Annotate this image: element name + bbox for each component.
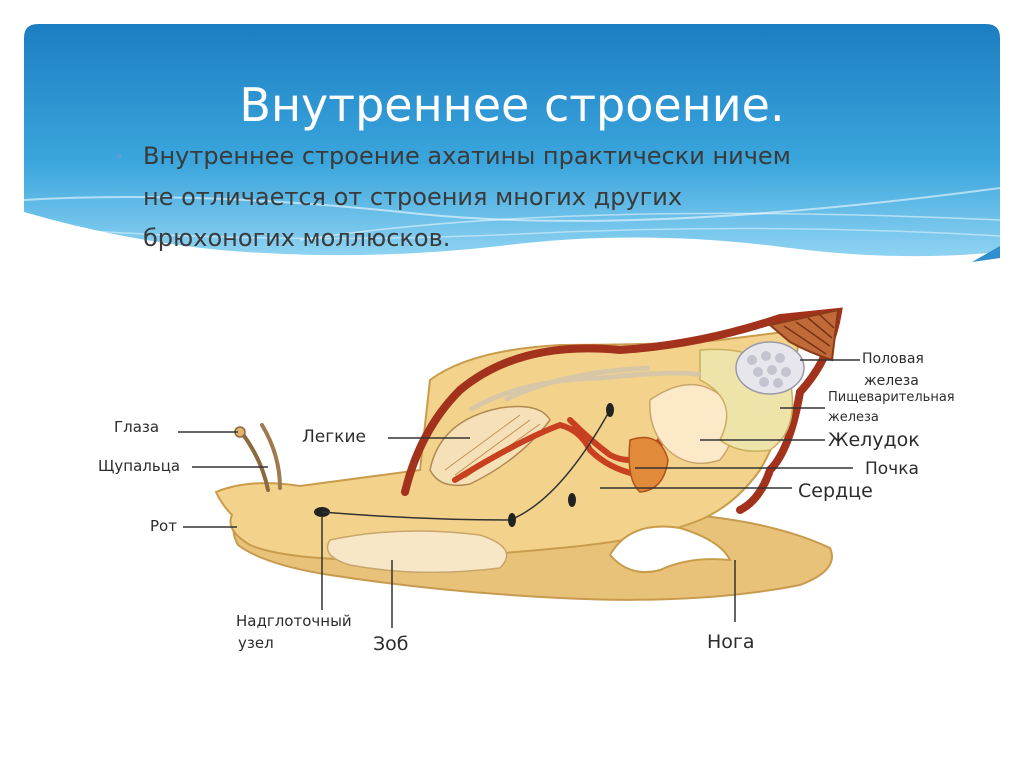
- label-ganglion-2: узел: [238, 634, 274, 652]
- crop-organ: [326, 530, 508, 574]
- foot-gap: [608, 525, 732, 574]
- body-line-1: Внутреннее строение ахатины практически …: [143, 142, 791, 170]
- label-digestive-2: железа: [828, 410, 879, 425]
- intestine: [468, 365, 701, 413]
- slide-title: Внутреннее строение.: [239, 78, 785, 132]
- lungs-organ: [429, 405, 551, 487]
- label-ganglion-1: Надглоточный: [236, 612, 352, 630]
- bullet-icon: •: [116, 146, 123, 166]
- label-gonad-2: железа: [864, 373, 919, 389]
- tentacle-upper-2: [260, 423, 282, 490]
- label-crop: Зоб: [373, 633, 409, 655]
- label-foot: Нога: [707, 631, 755, 653]
- stomach-organ: [649, 384, 734, 465]
- header-wave-background: [23, 24, 1001, 262]
- label-heart: Сердце: [798, 480, 873, 502]
- label-kidney: Почка: [865, 459, 919, 479]
- slide-body-text: Внутреннее строение ахатины практически …: [143, 136, 923, 259]
- shell-outline: [401, 307, 843, 514]
- tentacle-upper: [240, 431, 270, 492]
- snail-anatomy-diagram: Глаза Щупальца Рот Надглоточный узел Зоб…: [98, 307, 955, 655]
- label-digestive-1: Пищеварительная: [828, 390, 955, 405]
- label-eyes: Глаза: [114, 418, 159, 436]
- kidney-organ: [628, 436, 669, 493]
- body-line-3: брюхоногих моллюсков.: [143, 224, 451, 252]
- label-tentacles: Щупальца: [98, 457, 180, 475]
- label-mouth: Рот: [150, 517, 177, 535]
- body-line-2: не отличается от строения многих других: [143, 183, 683, 211]
- label-stomach: Желудок: [828, 429, 920, 451]
- label-lungs: Легкие: [302, 427, 366, 447]
- label-gonad-1: Половая: [862, 351, 924, 367]
